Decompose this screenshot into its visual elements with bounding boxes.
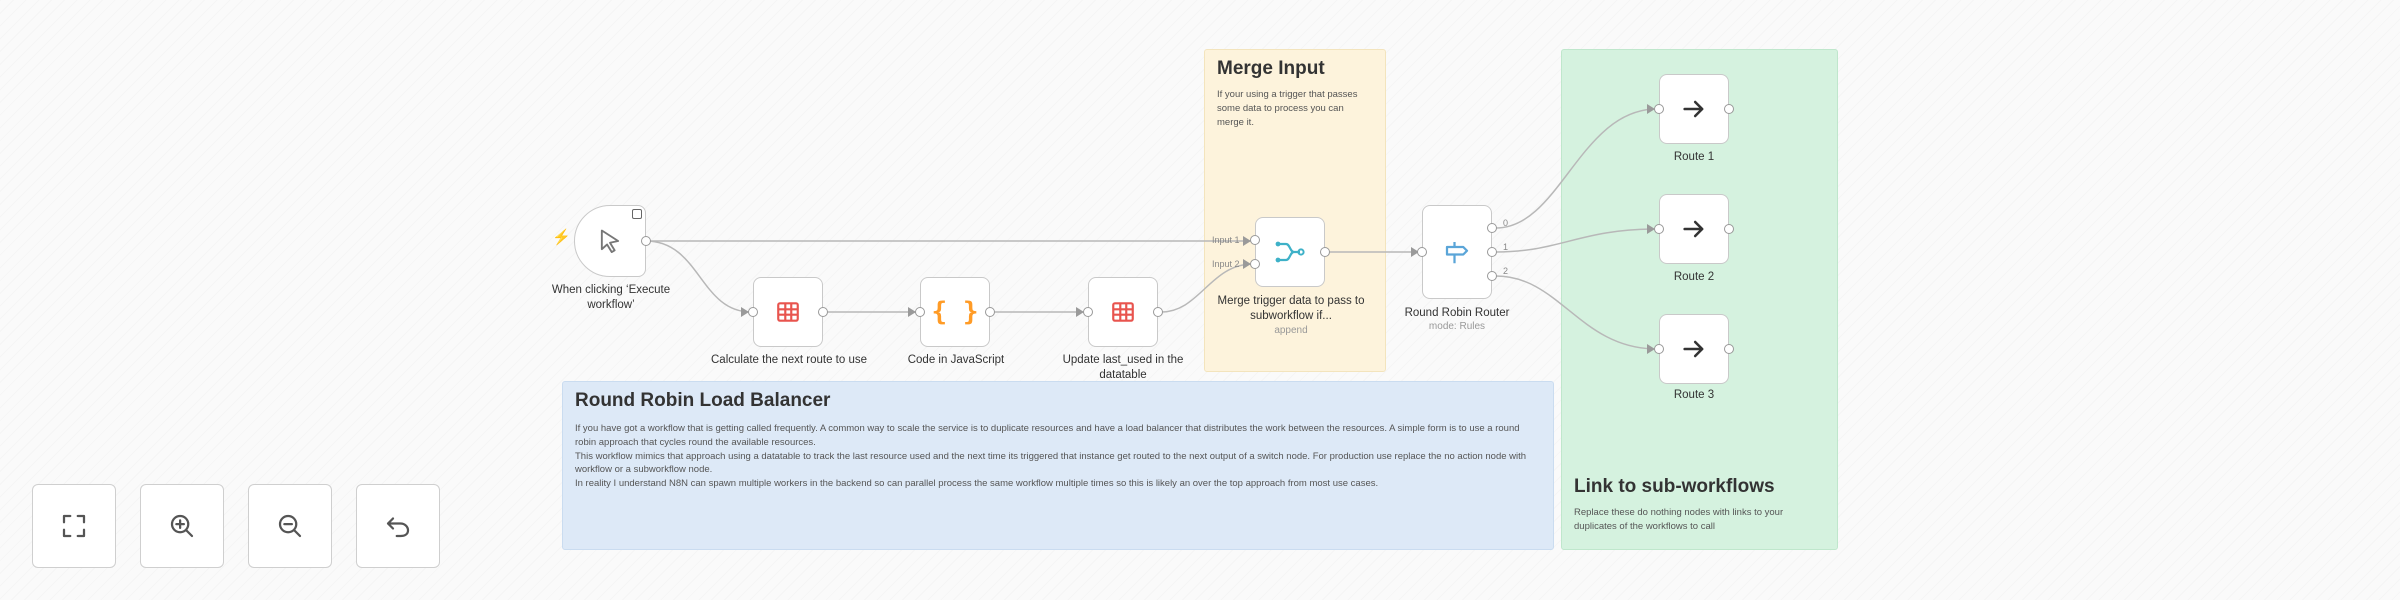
input-port-1[interactable] [1250, 235, 1260, 245]
output-1-label: 1 [1503, 242, 1509, 252]
sticky-title: Round Robin Load Balancer [575, 390, 831, 411]
output-port[interactable] [1724, 344, 1734, 354]
output-port[interactable] [985, 307, 995, 317]
node-code-javascript[interactable]: { } [915, 277, 995, 347]
node-label: Round Robin Router [1404, 307, 1510, 319]
node-calculate-next-route[interactable] [748, 277, 828, 347]
zoom-out-icon [278, 514, 302, 538]
node-label: Route 1 [1673, 151, 1715, 163]
input-port[interactable] [915, 307, 925, 317]
arrow-right-icon [1683, 220, 1704, 238]
fit-view-button[interactable] [32, 484, 116, 568]
zoom-in-button[interactable] [140, 484, 224, 568]
node-label: Calculate the next route to use [711, 354, 867, 366]
signpost-icon [1445, 242, 1469, 264]
table-icon [1112, 302, 1134, 322]
fit-view-icon [62, 514, 86, 538]
input-port-2[interactable] [1250, 259, 1260, 269]
node-manual-trigger[interactable] [574, 205, 651, 277]
node-route-2[interactable] [1654, 194, 1734, 264]
node-sublabel: mode: Rules [1428, 321, 1486, 332]
undo-button[interactable] [356, 484, 440, 568]
connection [645, 240, 752, 313]
output-port-2[interactable] [1487, 271, 1497, 281]
sticky-body: If your using a trigger that passes some… [1217, 89, 1358, 128]
connection [1495, 228, 1658, 253]
output-0-label: 0 [1503, 218, 1509, 228]
cursor-icon [600, 229, 620, 254]
output-2-label: 2 [1503, 266, 1509, 276]
node-merge[interactable] [1250, 217, 1330, 287]
merge-icon [1275, 241, 1305, 263]
node-label: Merge trigger data to pass to subworkflo… [1217, 295, 1365, 322]
output-port[interactable] [818, 307, 828, 317]
sticky-note-round-robin[interactable]: Round Robin Load Balancer If you have go… [562, 381, 1554, 550]
sticky-body-line: If you have got a workflow that is getti… [575, 423, 1520, 448]
node-label: Code in JavaScript [907, 354, 1005, 366]
input-port[interactable] [1654, 104, 1664, 114]
input-port[interactable] [1654, 344, 1664, 354]
arrowhead [1647, 344, 1655, 354]
node-label: Route 3 [1673, 389, 1715, 401]
node-label: Route 2 [1673, 271, 1715, 283]
arrowhead [741, 307, 749, 317]
undo-icon [386, 517, 410, 538]
input-port[interactable] [1083, 307, 1093, 317]
sticky-body: Replace these do nothing nodes with link… [1574, 507, 1784, 532]
arrow-right-icon [1683, 340, 1704, 358]
table-icon [777, 302, 799, 322]
arrowhead [1243, 236, 1251, 246]
sticky-title: Link to sub-workflows [1574, 476, 1775, 497]
output-port[interactable] [1320, 247, 1330, 257]
trigger-badge-icon [632, 209, 642, 219]
input-port[interactable] [1417, 247, 1427, 257]
node-round-robin-router[interactable] [1417, 205, 1497, 299]
input-2-label: Input 2 [1212, 259, 1240, 269]
arrow-right-icon [1683, 100, 1704, 118]
arrowhead [1411, 247, 1419, 257]
output-port[interactable] [1153, 307, 1163, 317]
code-braces-icon: { } [931, 297, 979, 327]
arrowhead [1076, 307, 1084, 317]
output-port[interactable] [1724, 104, 1734, 114]
arrowhead [908, 307, 916, 317]
arrowhead [1243, 259, 1251, 269]
sticky-note-merge-input[interactable]: Merge Input If your using a trigger that… [1204, 49, 1386, 372]
zoom-in-icon [170, 514, 194, 538]
connection [1495, 108, 1658, 229]
output-port-0[interactable] [1487, 223, 1497, 233]
node-update-datatable[interactable] [1083, 277, 1163, 347]
sticky-title: Merge Input [1217, 58, 1325, 79]
output-port[interactable] [641, 236, 651, 246]
trigger-marker-icon: ⚡ [552, 229, 571, 246]
input-1-label: Input 1 [1212, 235, 1240, 245]
input-port[interactable] [748, 307, 758, 317]
connection [1160, 263, 1254, 313]
arrowhead [1647, 104, 1655, 114]
input-port[interactable] [1654, 224, 1664, 234]
sticky-body-line: In reality I understand N8N can spawn mu… [575, 478, 1379, 490]
node-label: When clicking ‘Execute workflow’ [551, 284, 671, 311]
output-port[interactable] [1724, 224, 1734, 234]
node-route-3[interactable] [1654, 314, 1734, 384]
node-sublabel: append [1274, 325, 1308, 336]
arrowhead [1647, 224, 1655, 234]
sticky-body-line: This workflow mimics that approach using… [575, 450, 1527, 476]
node-label: Update last_used in the datatable [1062, 354, 1184, 381]
connection [1495, 275, 1658, 350]
output-port-1[interactable] [1487, 247, 1497, 257]
zoom-out-button[interactable] [248, 484, 332, 568]
node-route-1[interactable] [1654, 74, 1734, 144]
